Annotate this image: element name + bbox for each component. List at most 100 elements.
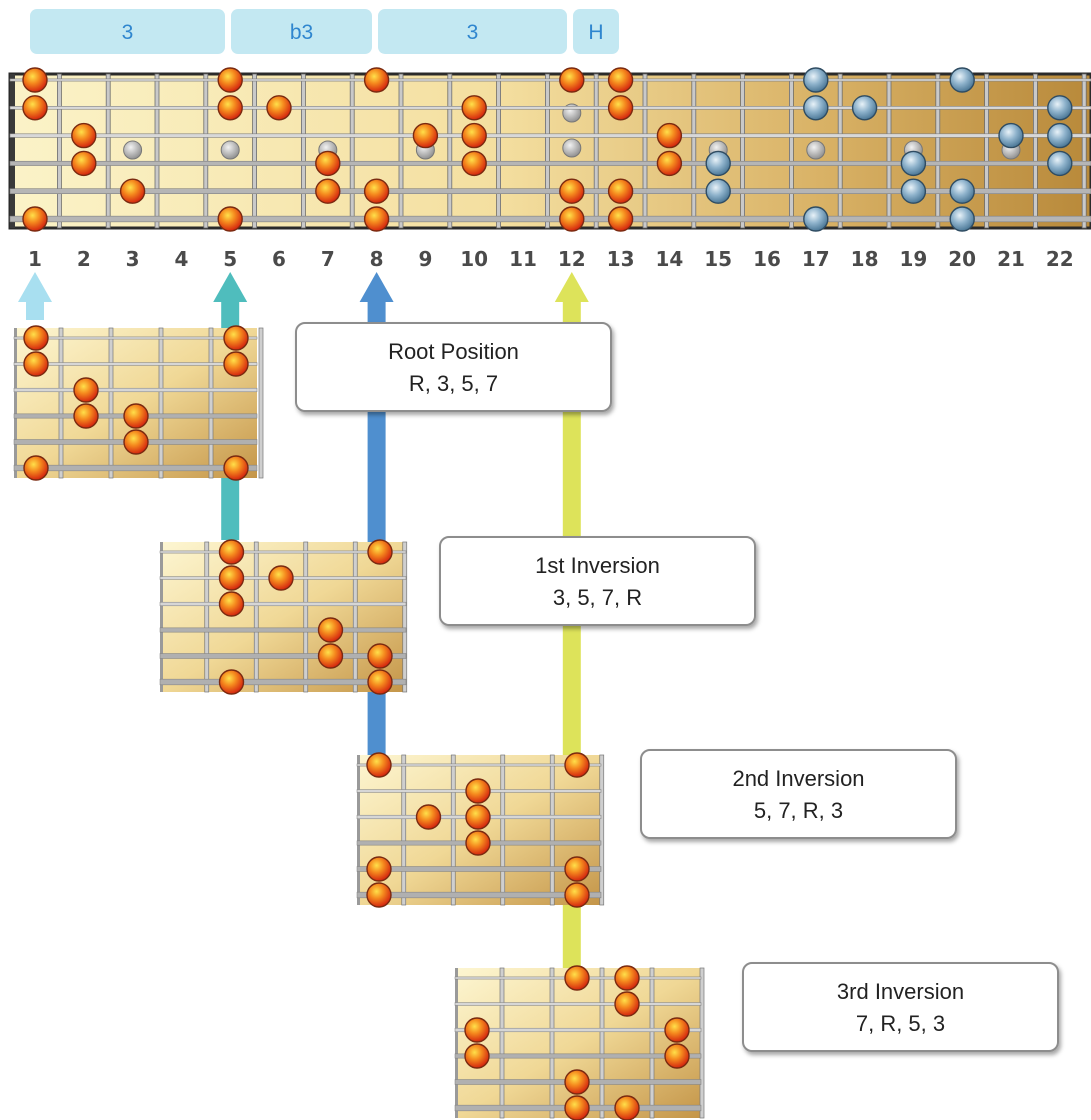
chord-note-red (23, 96, 47, 120)
chord-note-red (565, 1070, 589, 1094)
fret-number: 2 (77, 247, 91, 271)
fret-wire (204, 74, 208, 228)
fret-wire (106, 74, 110, 228)
chord-note-red (124, 430, 148, 454)
chord-note-red (23, 207, 47, 231)
chord-note-red (316, 151, 340, 175)
chord-note-red (465, 1018, 489, 1042)
fret-wire (155, 74, 159, 228)
chord-note-red (609, 179, 633, 203)
fretboard-edge (455, 968, 458, 1118)
chord-note-red (665, 1018, 689, 1042)
chord-note-blue (804, 96, 828, 120)
chord-note-red (367, 753, 391, 777)
chord-note-red (565, 753, 589, 777)
chord-note-red (413, 124, 437, 148)
label-box-frame (440, 537, 755, 625)
chord-note-blue (950, 68, 974, 92)
chord-note-red (462, 124, 486, 148)
chord-note-blue (999, 124, 1023, 148)
main-fretboard (10, 68, 1091, 231)
fret-wire (259, 328, 263, 478)
inlay-dot (221, 141, 239, 159)
chord-note-blue (804, 68, 828, 92)
string (14, 337, 257, 339)
position-fretboards (14, 326, 704, 1120)
interval-label: b3 (290, 21, 313, 44)
string (10, 161, 1091, 165)
fret-number: 4 (174, 247, 188, 271)
chord-note-red (368, 540, 392, 564)
chord-note-red (220, 540, 244, 564)
chord-note-red (269, 566, 293, 590)
chord-note-red (72, 124, 96, 148)
fret-number: 8 (370, 247, 384, 271)
chord-note-red (224, 456, 248, 480)
fretboard-body (14, 328, 257, 478)
chord-note-red (365, 207, 389, 231)
fret-wire (936, 74, 940, 228)
fret-number: 15 (704, 247, 732, 271)
chord-note-red (565, 883, 589, 907)
chord-note-red (466, 779, 490, 803)
chord-note-red (316, 179, 340, 203)
arrow-head (555, 272, 589, 302)
chord-note-red (665, 1044, 689, 1068)
chord-note-blue (901, 151, 925, 175)
string (10, 189, 1091, 194)
label-box-frame (296, 323, 611, 411)
position-title: 1st Inversion (535, 553, 660, 578)
inlay-dot (124, 141, 142, 159)
chord-note-blue (853, 96, 877, 120)
chord-note-red (657, 151, 681, 175)
fret-wire (159, 328, 163, 478)
string (10, 106, 1091, 109)
fret-wire (109, 328, 113, 478)
chord-note-red (609, 207, 633, 231)
string (160, 628, 406, 632)
label-box-frame (743, 963, 1058, 1051)
chord-note-red (565, 1096, 589, 1120)
fret-wire (545, 74, 549, 228)
chord-note-red (124, 404, 148, 428)
fret-number: 18 (851, 247, 879, 271)
chord-note-red (367, 883, 391, 907)
string (10, 134, 1091, 138)
fret-wire (402, 755, 406, 905)
position-fretboard (14, 326, 263, 480)
interval-label: 3 (122, 21, 134, 44)
chord-note-red (220, 670, 244, 694)
chord-note-red (560, 68, 584, 92)
chord-note-red (609, 96, 633, 120)
fret-wire (594, 74, 598, 228)
fret-number: 1 (28, 247, 42, 271)
chord-note-blue (706, 151, 730, 175)
chord-note-blue (804, 207, 828, 231)
fret-wire (301, 74, 305, 228)
fret-wire (692, 74, 696, 228)
position-title: 2nd Inversion (732, 766, 864, 791)
position-fretboard (160, 540, 407, 694)
chord-note-red (368, 670, 392, 694)
fret-wire (59, 328, 63, 478)
fret-number: 20 (948, 247, 976, 271)
string (14, 465, 257, 471)
string (455, 1054, 701, 1058)
chord-note-blue (706, 179, 730, 203)
fret-number: 13 (607, 247, 635, 271)
string (455, 1003, 701, 1006)
fret-wire (353, 542, 357, 692)
chord-note-red (466, 831, 490, 855)
fret-number: 22 (1046, 247, 1074, 271)
chord-note-red (560, 207, 584, 231)
fretboard-edge (14, 328, 17, 478)
fret-number: 19 (899, 247, 927, 271)
chord-note-red (319, 618, 343, 642)
chord-note-red (417, 805, 441, 829)
fret-number: 7 (321, 247, 335, 271)
chord-note-red (24, 352, 48, 376)
chord-note-red (218, 96, 242, 120)
